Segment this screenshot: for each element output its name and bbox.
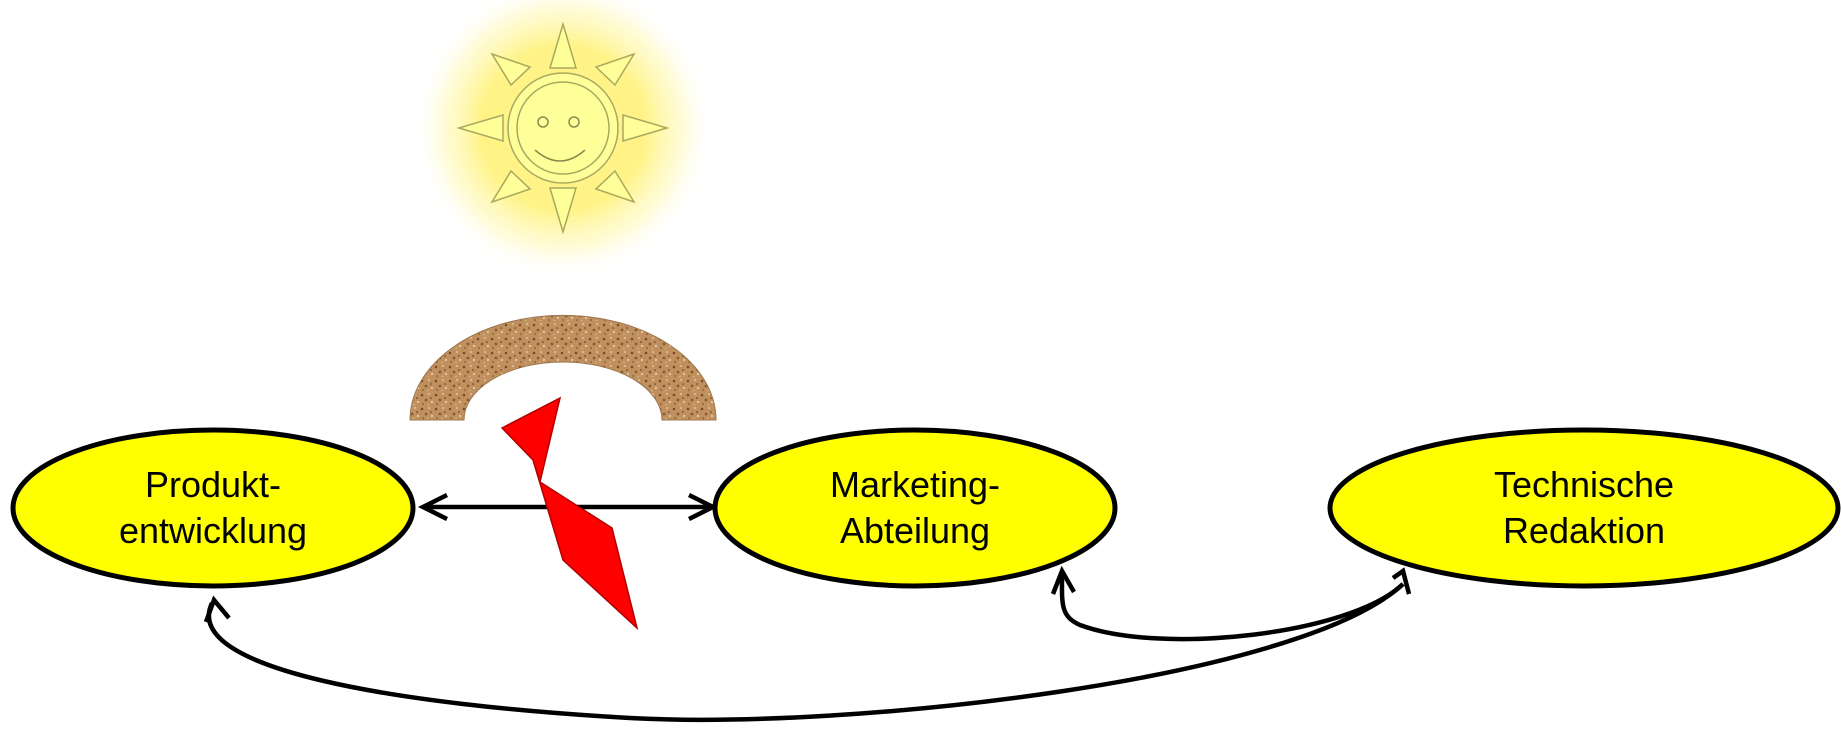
node-marketing-abteilung: Marketing- Abteilung: [715, 430, 1115, 586]
node-technische-redaktion: Technische Redaktion: [1330, 430, 1838, 586]
arc-redaktion-produktentwicklung: [209, 584, 1403, 720]
smiling-sun-icon: [413, 0, 713, 278]
node-label-line1: Produkt-: [145, 464, 281, 505]
node-label-line2: entwicklung: [119, 510, 307, 551]
node-produktentwicklung: Produkt- entwicklung: [13, 430, 413, 586]
arch-shield-icon: [410, 315, 716, 420]
node-label-line2: Abteilung: [840, 510, 990, 551]
lightning-bolt-icon: [502, 398, 637, 628]
node-label-line1: Technische: [1494, 464, 1674, 505]
node-label-line2: Redaktion: [1503, 510, 1665, 551]
node-label-line1: Marketing-: [830, 464, 1000, 505]
arc-redaktion-marketing: [1062, 572, 1403, 639]
